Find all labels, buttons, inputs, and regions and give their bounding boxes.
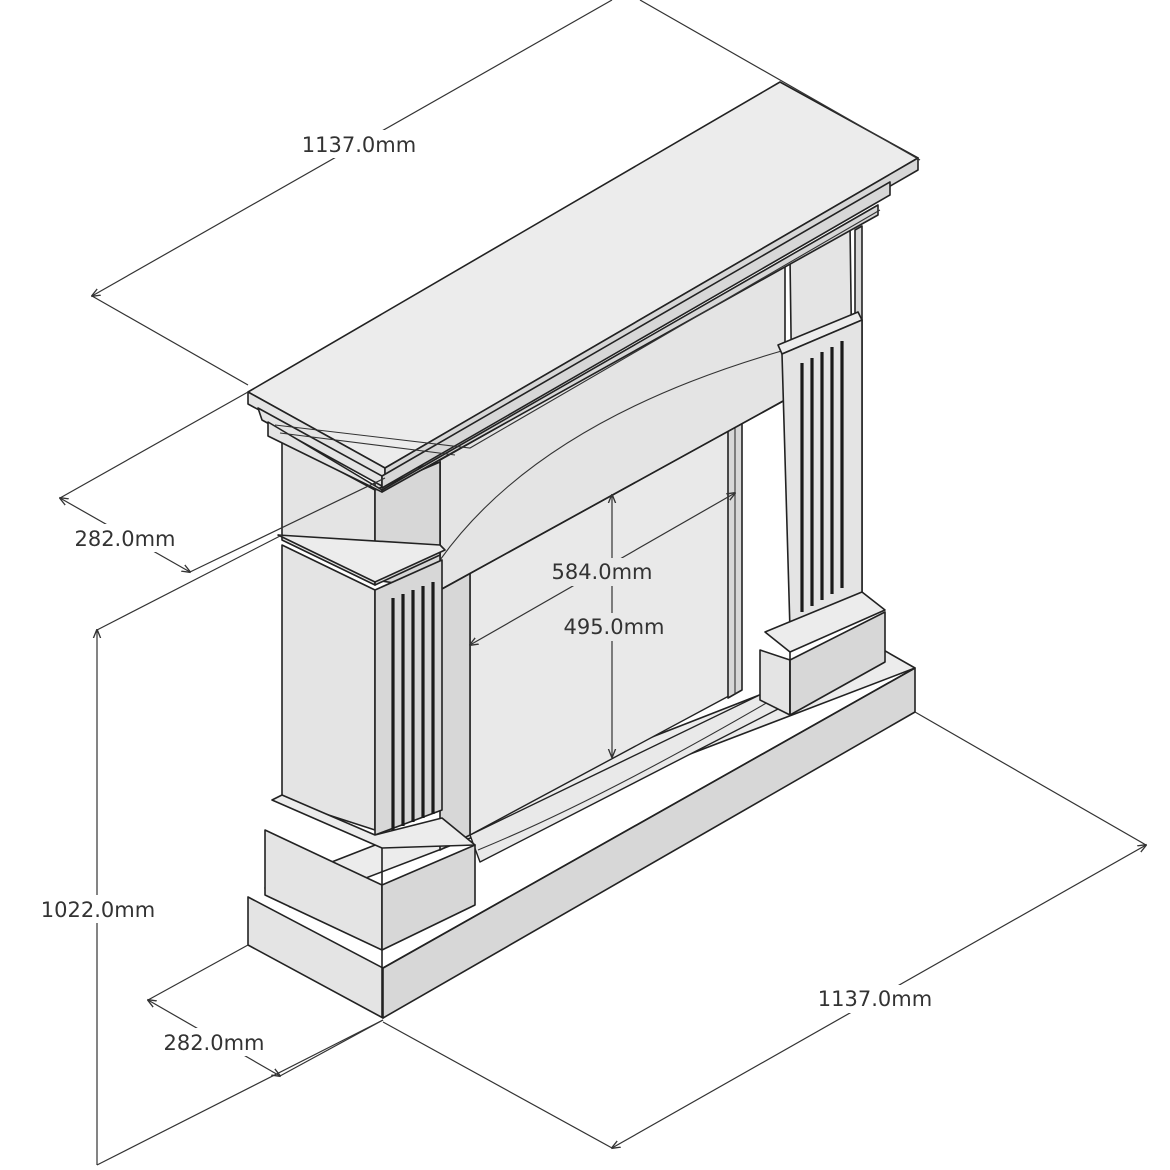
fireplace-mantel [247, 81, 919, 1019]
top-width-label: 1137.0mm [302, 133, 416, 157]
top-depth-label: 282.0mm [74, 527, 175, 551]
bottom-depth-label: 282.0mm [163, 1031, 264, 1055]
opening-height-label: 584.0mm [551, 560, 652, 584]
dimension-lines [60, 0, 1146, 1166]
right-pilaster [759, 224, 886, 716]
mantel-shelf [247, 81, 919, 493]
bottom-width-label: 1137.0mm [818, 987, 932, 1011]
left-pilaster [264, 439, 476, 1018]
height-label: 1022.0mm [41, 898, 155, 922]
opening-width-label: 495.0mm [563, 615, 664, 639]
